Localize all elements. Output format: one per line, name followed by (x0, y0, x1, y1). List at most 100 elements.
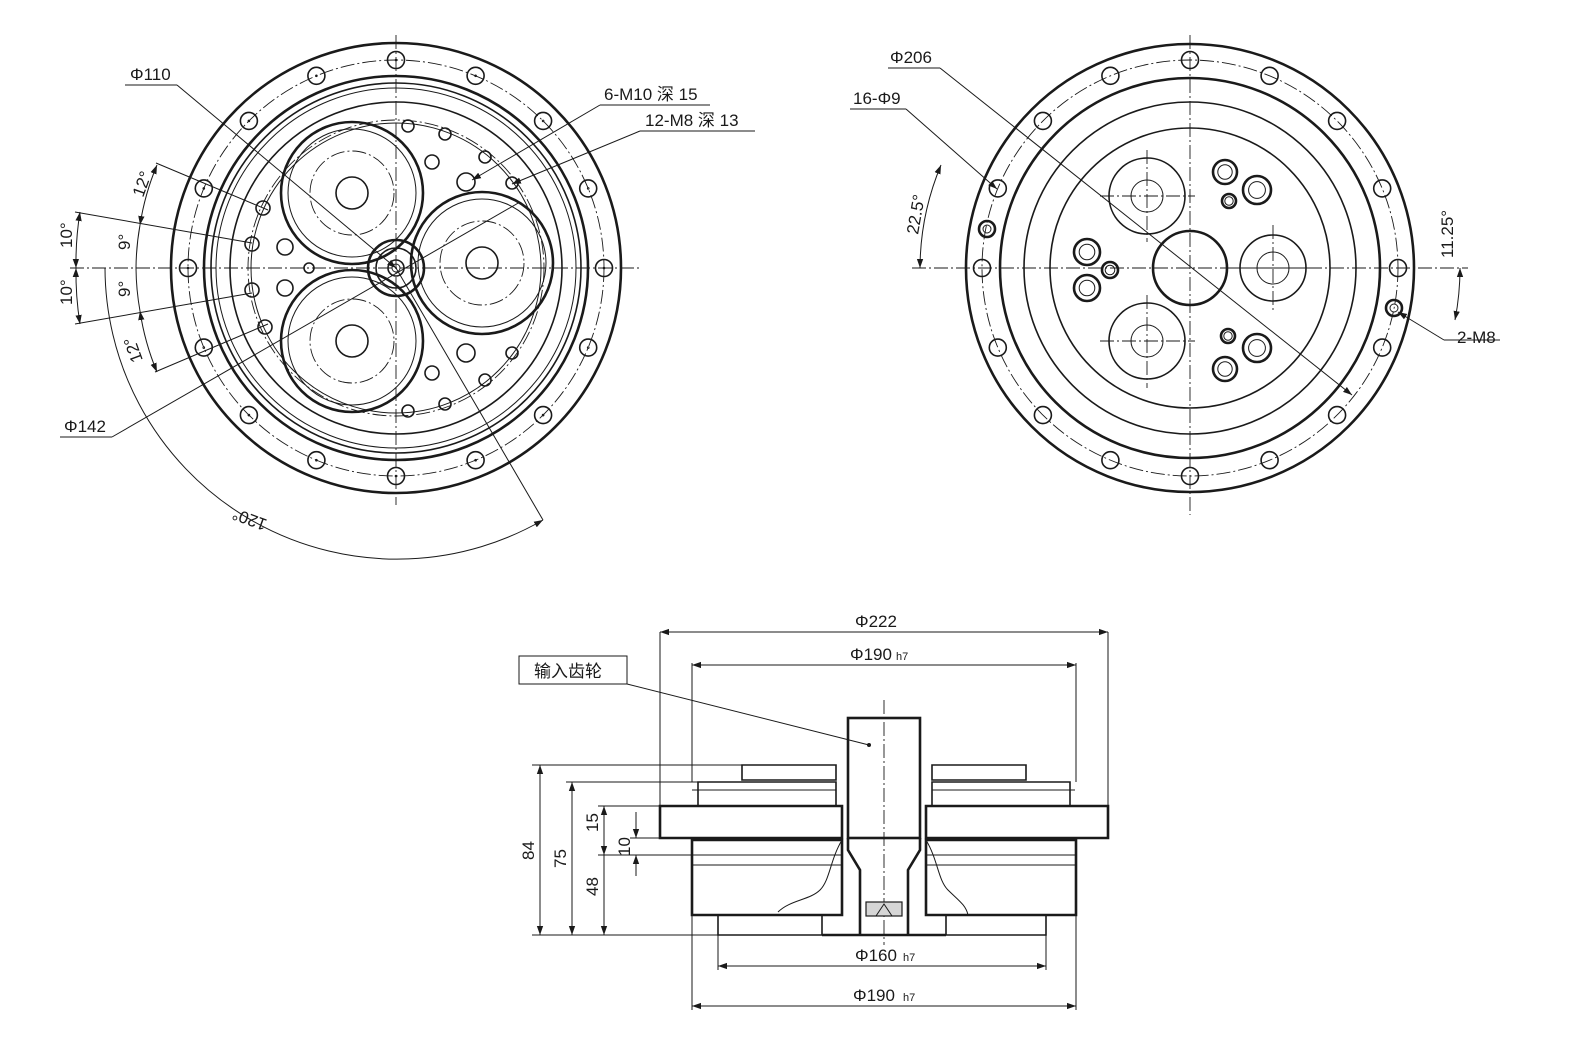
m8-hole (1384, 298, 1404, 318)
flange-hole (594, 258, 614, 278)
flange-hole (1388, 258, 1408, 278)
flange-hole (307, 450, 326, 470)
dim-phi222: Φ222 (855, 612, 897, 631)
flange-hole (578, 179, 598, 198)
m8-hole (977, 219, 997, 239)
planet-gear-1 (279, 120, 425, 266)
bearing-bosses (1100, 150, 1315, 388)
threaded-hole (424, 365, 440, 381)
tol-h7-top: h7 (896, 651, 908, 663)
flange-hole (1260, 66, 1279, 86)
socket-screw (1241, 332, 1273, 364)
dim-phi190-top: Φ190 (850, 645, 892, 664)
angle-120: 120° (230, 504, 270, 534)
label-input-gear: 输入齿轮 (534, 662, 602, 681)
flange-hole (239, 111, 259, 131)
flange-hole (1372, 338, 1392, 357)
dim-84: 84 (519, 841, 538, 860)
dim-phi206: Φ206 (890, 48, 932, 67)
angle-11-25: 11.25° (1438, 210, 1457, 258)
front-view: Φ110 6-M10 深 15 12-M8 深 13 Φ142 12° 10° … (57, 35, 755, 560)
threaded-hole (505, 346, 519, 360)
socket-screw (1100, 260, 1120, 280)
socket-screw (1211, 158, 1239, 186)
socket-screw (1211, 355, 1239, 383)
angle-10-top: 10° (57, 222, 76, 248)
threaded-hole (478, 150, 492, 164)
flange-hole (1033, 111, 1053, 131)
threaded-hole (456, 343, 476, 363)
flange-hole (1180, 50, 1200, 70)
angle-12-top: 12° (129, 169, 156, 200)
flange-hole (1327, 111, 1347, 131)
back-view: Φ206 16-Φ9 22.5° 11.25° 2-M8 (850, 35, 1500, 515)
socket-screw (1241, 174, 1273, 206)
threaded-hole (401, 119, 415, 133)
angle-10-bottom: 10° (57, 279, 76, 305)
dim-15: 15 (583, 813, 602, 832)
threaded-hole (276, 279, 294, 297)
threaded-holes (244, 119, 519, 418)
angle-22-5: 22.5° (903, 193, 929, 236)
socket-screw (1220, 192, 1238, 210)
flange-hole (1101, 450, 1120, 470)
threaded-hole (478, 373, 492, 387)
dim-48: 48 (583, 877, 602, 896)
flange-holes-back (972, 50, 1408, 486)
threaded-hole (244, 236, 260, 252)
dim-10: 10 (615, 837, 634, 856)
flange-hole (972, 258, 992, 278)
flange-hole (1180, 466, 1200, 486)
flange-hole (194, 179, 214, 198)
dim-75: 75 (551, 849, 570, 868)
input-gear-center (366, 238, 426, 298)
threaded-hole (438, 127, 452, 141)
flange-hole (178, 258, 198, 278)
planet-gear-3 (279, 268, 425, 414)
socket-screw (1219, 327, 1237, 345)
dim-16-phi9: 16-Φ9 (853, 89, 901, 108)
threaded-hole (401, 404, 415, 418)
flange-hole (1033, 405, 1053, 425)
angle-9-bottom: 9° (115, 281, 134, 297)
threaded-hole (303, 262, 315, 274)
flange-hole (386, 50, 406, 70)
flange-hole (466, 66, 485, 86)
threaded-hole (276, 238, 294, 256)
side-view: 输入齿轮 Φ222 Φ190 h7 84 75 15 10 48 Φ160 h7… (518, 612, 1110, 1010)
threaded-hole (456, 172, 476, 192)
dim-phi142: Φ142 (64, 417, 106, 436)
flange-hole (988, 338, 1008, 357)
angle-9-top: 9° (115, 234, 134, 250)
flange-hole (239, 405, 259, 425)
socket-screw (1072, 237, 1102, 267)
flange-hole (386, 466, 406, 486)
angle-12-bottom: 12° (120, 334, 147, 365)
socket-screw (1072, 273, 1102, 303)
tol-h7-160: h7 (903, 952, 915, 964)
dim-12-m8: 12-M8 深 13 (645, 111, 739, 130)
socket-screws (1072, 158, 1273, 383)
threaded-hole (244, 282, 260, 298)
dim-2-m8: 2-M8 (1457, 328, 1496, 347)
threaded-hole (424, 154, 440, 170)
planet-gear-2 (409, 190, 555, 336)
flange-hole (533, 405, 553, 425)
dim-phi160: Φ160 (855, 946, 897, 965)
flange-hole (1327, 405, 1347, 425)
threaded-hole (255, 200, 271, 216)
dim-6-m10: 6-M10 深 15 (604, 85, 698, 104)
threaded-hole (257, 319, 273, 335)
dim-phi110: Φ110 (130, 65, 171, 84)
threaded-hole (505, 176, 519, 190)
flange-hole (578, 338, 598, 357)
dim-phi190-bottom: Φ190 (853, 986, 895, 1005)
flange-hole (466, 450, 485, 470)
threaded-hole (438, 397, 452, 411)
flange-hole (1372, 179, 1392, 198)
flange-hole (533, 111, 553, 131)
flange-hole (1101, 66, 1120, 86)
flange-hole (1260, 450, 1279, 470)
tol-h7-bottom: h7 (903, 992, 915, 1004)
